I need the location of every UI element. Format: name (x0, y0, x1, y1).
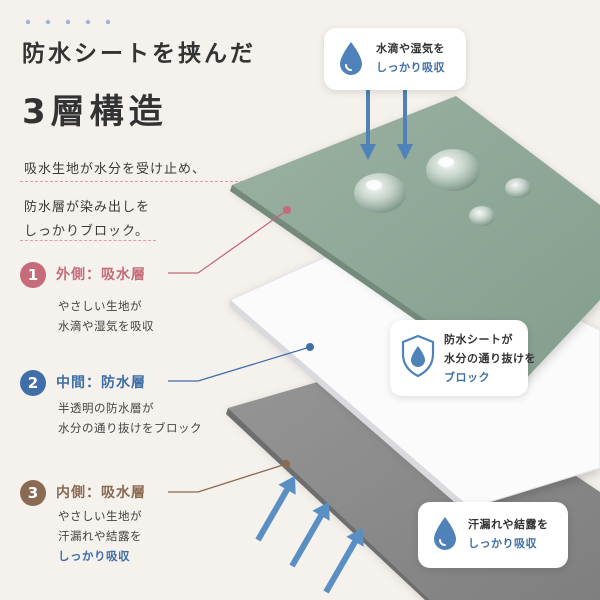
layer-desc-3-line2: 汗漏れや結露を (58, 529, 142, 543)
intro-line3: しっかりブロック。 (24, 224, 149, 239)
decorative-dots (25, 19, 111, 25)
callout-bottom-line1: 汗漏れや結露を (468, 518, 549, 531)
layer-title-3: 内側：吸水層 (56, 485, 146, 501)
intro-line1: 吸水生地が水分を受け止め、 (24, 162, 207, 177)
layer-desc-2-line2: 水分の通り抜けをブロック (58, 421, 202, 435)
callout-middle-line2: 水分の通り抜けを (444, 352, 536, 365)
shield-drop-icon (401, 334, 435, 378)
callout-top: 水滴や湿気を しっかり吸収 (324, 28, 466, 90)
callout-bottom-text: 汗漏れや結露を しっかり吸収 (468, 515, 549, 553)
layer-number-badge-3: 3 (20, 480, 46, 506)
callout-middle: 防水シートが 水分の通り抜けを ブロック (390, 320, 536, 396)
layer-desc-1: やさしい生地が 水滴や湿気を吸収 (58, 296, 154, 336)
layer-desc-1-line2: 水滴や湿気を吸収 (58, 319, 154, 333)
connector-middle (168, 343, 314, 382)
page-title-line1: 防水シートを挟んだ (22, 41, 256, 67)
intro-line2: 防水層が染み出しを (24, 200, 151, 215)
callout-top-line2: しっかり吸収 (376, 61, 445, 74)
layer-desc-3: やさしい生地が 汗漏れや結露を しっかり吸収 (58, 506, 142, 566)
callout-middle-line1: 防水シートが (444, 333, 513, 346)
page-title-line2: 3層構造 (22, 92, 168, 132)
layer-title-2: 中間：防水層 (56, 375, 146, 391)
layer-title-1: 外側：吸水層 (56, 267, 146, 283)
layer-desc-1-line1: やさしい生地が (58, 299, 142, 313)
callout-middle-line3: ブロック (444, 371, 490, 384)
callout-top-line1: 水滴や湿気を (376, 42, 445, 55)
water-droplets (354, 149, 531, 226)
layer-number-badge-2: 2 (20, 370, 46, 396)
layer-number-badge-1: 1 (20, 262, 46, 288)
connector-inner (168, 460, 290, 493)
intro-underline-1 (20, 181, 298, 182)
water-drop-icon (340, 42, 362, 75)
layer-desc-3-accent: しっかり吸収 (58, 549, 130, 563)
callout-top-text: 水滴や湿気を しっかり吸収 (376, 39, 445, 77)
connector-outer (168, 206, 291, 274)
callout-bottom: 汗漏れや結露を しっかり吸収 (418, 502, 568, 568)
layer-desc-3-line1: やさしい生地が (58, 509, 142, 523)
intro-underline-2 (20, 240, 156, 241)
down-arrows (360, 86, 413, 160)
callout-bottom-line2: しっかり吸収 (468, 537, 537, 550)
up-arrows (255, 475, 364, 594)
layer-desc-2-line1: 半透明の防水層が (58, 401, 154, 415)
water-drop-icon (434, 517, 456, 550)
layer-desc-2: 半透明の防水層が 水分の通り抜けをブロック (58, 398, 202, 438)
callout-middle-text: 防水シートが 水分の通り抜けを ブロック (444, 330, 536, 387)
